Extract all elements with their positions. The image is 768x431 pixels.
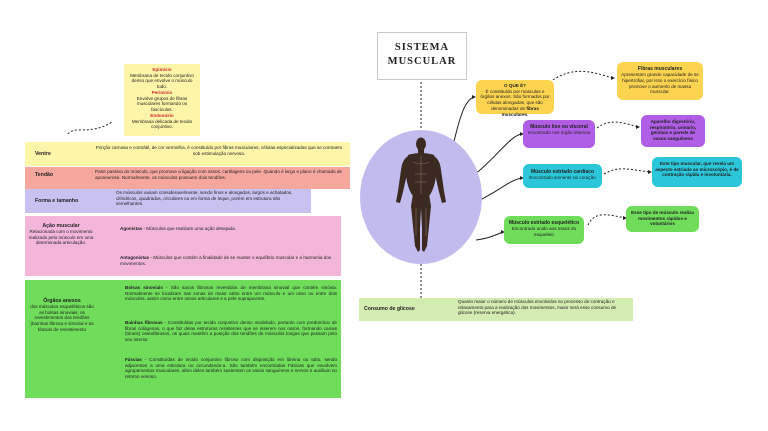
liso-box: Músculo liso ou visceral encontrado nos …	[523, 120, 595, 148]
fascias-text: - Constituídas de tecido conjuntivo fibr…	[125, 357, 337, 380]
endomisio-title: Endomísio	[150, 112, 174, 118]
esqueletico-text: Encontrado unido aos ossos do esqueleto	[511, 226, 577, 237]
agonistas-item: Agonistas - Músculos que realizam uma aç…	[120, 226, 335, 232]
orgaos-left-text: Órgãos anexos dos músculos esqueléticos …	[28, 298, 96, 333]
glicose-text: Quanto maior o número de músculos envolv…	[458, 299, 617, 316]
liso-note-box: Aparelho digestório, respiratório, uriná…	[641, 115, 705, 147]
esqueletico-connector	[475, 231, 504, 241]
layers-note: Epimísio Membrana de tecido conjuntivo d…	[124, 64, 200, 136]
human-muscle-figure	[396, 137, 446, 252]
oque-box: O QUE É? É constituído por músculos e ór…	[476, 80, 554, 117]
orgaos-text: dos músculos esqueléticos são as bolsas …	[30, 304, 94, 332]
fascias-title: Fáscias	[125, 357, 142, 362]
title-line1: SISTEMA	[394, 42, 450, 53]
perimisio-title: Perimísio	[151, 89, 173, 95]
epimisio-title: Epimísio	[152, 67, 172, 72]
bainhas-item: Bainhas fibrosas - Constituídas por teci…	[125, 320, 337, 343]
forma-text: Os músculos variam consideravelmente, se…	[116, 190, 293, 207]
glicose-box	[359, 298, 633, 321]
tendao-label: Tendão	[35, 172, 54, 178]
agonistas-title: Agonistas	[120, 226, 143, 231]
fibras-text: Apresentam grande capacidade de se hiper…	[621, 72, 699, 95]
liso-text: encontrado nos órgão internos	[527, 130, 591, 136]
bolsas-text: - São sacos fibrosos revestidos de membr…	[125, 285, 337, 302]
antagonistas-title: Antagonistas	[120, 255, 150, 260]
fibras-connector	[552, 70, 614, 81]
acao-box	[25, 216, 341, 276]
bolsas-title: Bolsas sinoviais	[125, 285, 163, 290]
acao-left-text: Ação muscular Relacionada com o moviment…	[28, 223, 94, 246]
glicose-label: Consumo de glicose	[364, 306, 415, 312]
bainhas-title: Bainhas fibrosas	[125, 320, 163, 325]
bainhas-text: - Constituídas por tecido conjuntivo den…	[125, 320, 337, 343]
epimisio-text: Membrana de tecido conjuntivo denso que …	[130, 72, 194, 90]
oque-title: O QUE É?	[504, 83, 526, 88]
forma-label: Forma e tamanho	[35, 198, 79, 204]
cardiaco-note-box: Este tipo muscular, que revela um aspect…	[652, 157, 742, 187]
orgaos-label: Órgãos anexos	[43, 298, 81, 304]
bolsas-item: Bolsas sinoviais - São sacos fibrosos re…	[125, 285, 337, 302]
tendao-box	[25, 167, 350, 189]
fascias-item: Fáscias - Constituídas de tecido conjunt…	[125, 357, 337, 380]
cardiaco-text: Encontrado somente no coração	[529, 175, 596, 181]
esqueletico-title: Músculo estriado esquelético	[508, 220, 580, 226]
cardiaco-note-text: Este tipo muscular, que revela um aspect…	[655, 161, 739, 178]
liso-title: Músculo liso ou visceral	[530, 124, 588, 130]
ventre-box	[25, 142, 350, 166]
cardiaco-note-connector	[603, 168, 651, 175]
ventre-note-connector	[67, 121, 113, 135]
forma-box	[25, 189, 311, 213]
liso-note-text: Aparelho digestório, respiratório, uriná…	[649, 119, 697, 142]
antagonistas-text: - Músculos que contém a finalidade de se…	[120, 255, 332, 266]
liso-connector	[469, 133, 523, 179]
orgaos-box	[25, 280, 341, 398]
fibras-box: Fibras musculares Apresentam grande capa…	[617, 62, 703, 100]
acao-text: Relacionada com o movimento realizado pe…	[28, 229, 94, 246]
agonistas-text: - Músculos que realizam uma ação desejad…	[142, 226, 236, 231]
title-box: SISTEMA MUSCULAR	[377, 32, 467, 80]
fibras-title: Fibras musculares	[637, 66, 683, 72]
oque-text: É constituído por músculos e órgãos anex…	[480, 88, 550, 117]
perimisio-text: Envolve grupos de fibras musculares form…	[136, 95, 188, 113]
tendao-text: Parte passiva do músculo, que promove a …	[95, 169, 342, 180]
title-line2: MUSCULAR	[387, 56, 457, 68]
endomisio-text: Membrana delicada de tecido conjuntivo.	[131, 118, 193, 130]
antagonistas-item: Antagonistas - Músculos que contém a fin…	[120, 255, 335, 266]
ventre-text: Porção carnosa e contrátil, de cor verme…	[95, 145, 343, 156]
ventre-label: Ventre	[35, 151, 51, 157]
cardiaco-connector	[479, 177, 523, 201]
esqueletico-box: Músculo estriado esquelético Encontrado …	[504, 216, 584, 244]
cardiaco-box: Músculo estriado cardíaco Encontrado som…	[523, 164, 602, 188]
esqueletico-note-box: Esse tipo de músculo realiza movimentos …	[626, 206, 699, 232]
acao-label: Ação muscular	[42, 223, 80, 229]
liso-note-connector	[596, 121, 639, 129]
esqueletico-note-text: Esse tipo de músculo realiza movimentos …	[631, 210, 694, 227]
cardiaco-title: Músculo estriado cardíaco	[530, 169, 595, 175]
esqueletico-note-connector	[587, 214, 626, 226]
